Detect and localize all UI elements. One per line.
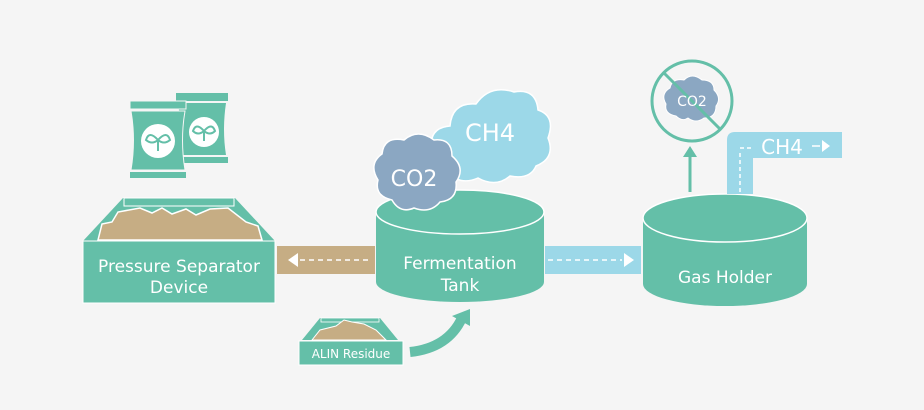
gas-flow-arrow [545, 246, 641, 274]
alin-residue-label: ALIN Residue [312, 347, 391, 361]
pressure-separator-device: Pressure Separator Device [82, 197, 276, 304]
fertilizer-bag-front [129, 100, 187, 178]
co2-cloud: CO2 [373, 133, 461, 211]
alin-residue: ALIN Residue [298, 317, 404, 366]
fertilizer-bag-back [176, 93, 228, 163]
co2-blocked-label: CO2 [677, 94, 707, 110]
ch4-output-pipe: CH4 [727, 132, 842, 194]
co2-cloud-label: CO2 [391, 167, 438, 192]
ch4-cloud-label: CH4 [465, 119, 515, 147]
residue-input-arrow [409, 309, 470, 357]
ch4-cloud: CH4 [430, 89, 552, 184]
gas-holder-label: Gas Holder [678, 268, 772, 288]
separator-label-line1: Pressure Separator [98, 257, 260, 277]
ch4-output-label: CH4 [761, 135, 803, 159]
co2-release-arrow [683, 146, 697, 192]
fermentation-label-line2: Tank [440, 276, 480, 296]
gas-holder: Gas Holder [642, 193, 808, 306]
separator-label-line2: Device [150, 278, 208, 298]
residue-flow-arrow [277, 246, 375, 274]
co2-blocked-icon: CO2 [650, 59, 734, 143]
fermentation-label-line1: Fermentation [403, 254, 516, 274]
fertilizer-bags-icon [129, 93, 228, 178]
